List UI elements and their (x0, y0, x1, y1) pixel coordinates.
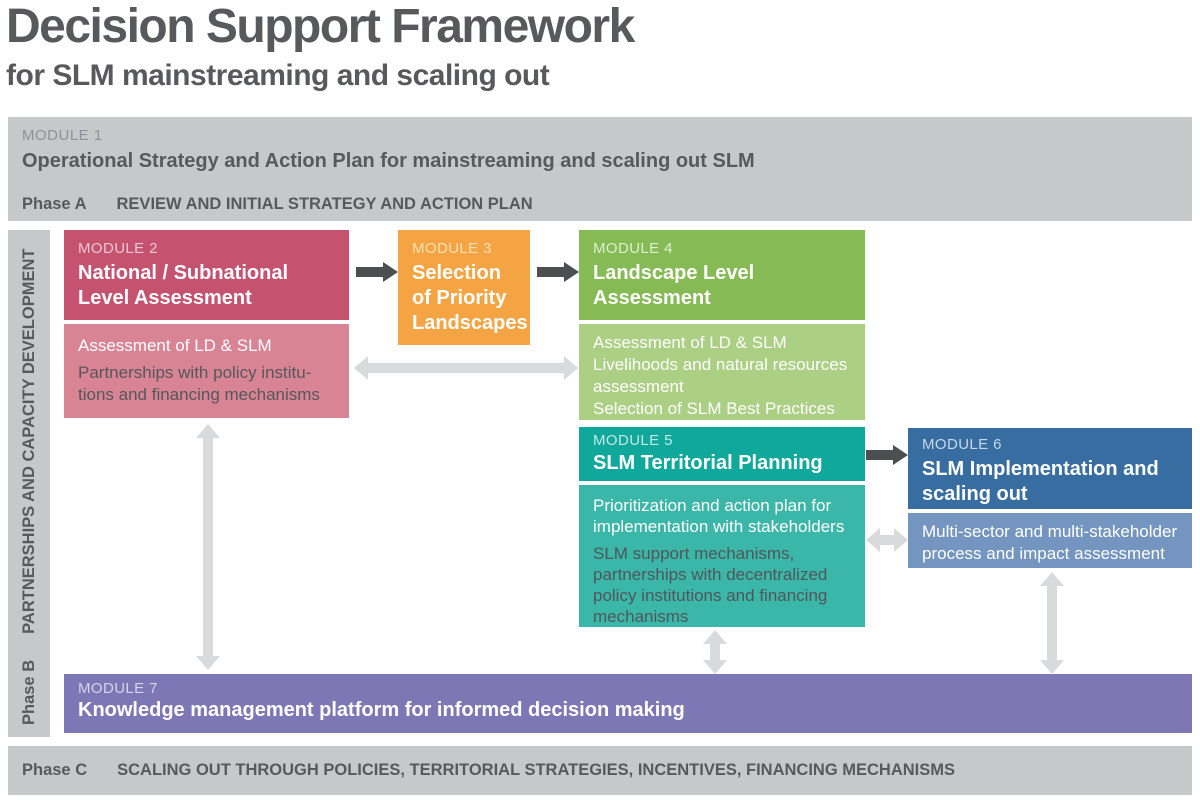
page-subtitle: for SLM mainstreaming and scaling out (6, 59, 550, 92)
double-arrow-module6-module7-icon (1040, 572, 1064, 674)
module6-sub-text: Multi-sector and multi-stakeholder proce… (922, 522, 1178, 563)
module5-header-box: MODULE 5 SLM Territorial Planning (579, 427, 865, 481)
module4-header-box: MODULE 4 Landscape Level Assessment (579, 230, 865, 320)
phase-c-band: Phase C SCALING OUT THROUGH POLICIES, TER… (8, 746, 1192, 795)
module5-sub-box: Prioritization and action plan for imple… (579, 485, 865, 627)
module2-sub-box: Assessment of LD & SLM Partnerships with… (64, 324, 349, 418)
module4-sub-box: Assessment of LD & SLM Livelihoods and n… (579, 324, 865, 420)
module6-header-box: MODULE 6 SLM Implementation and scaling … (908, 428, 1192, 509)
arrow-module2-to-module3-icon (356, 262, 398, 282)
module5-label: MODULE 5 (593, 432, 673, 449)
module2-sub-secondary: Partnerships with policy institu- tions … (78, 363, 320, 404)
module6-sub-box: Multi-sector and multi-stakeholder proce… (908, 513, 1192, 568)
module2-title: National / Subnational Level Assessment (78, 262, 289, 309)
module3-label: MODULE 3 (412, 240, 492, 257)
double-arrow-module5-module7-icon (703, 630, 727, 674)
arrow-module3-to-module4-icon (537, 262, 579, 282)
module5-sub-secondary: SLM support mechanisms, partnerships wit… (593, 544, 828, 626)
module4-sub-text: Assessment of LD & SLM Livelihoods and n… (593, 333, 848, 418)
phase-b-sidebar (8, 230, 50, 737)
arrow-module5-to-module6-icon (866, 445, 908, 465)
module7-band: MODULE 7 Knowledge management platform f… (64, 674, 1192, 733)
phase-c-row: Phase C SCALING OUT THROUGH POLICIES, TER… (22, 761, 1192, 780)
page-title: Decision Support Framework (6, 0, 635, 53)
phase-b-sidebar-text: Phase B PARTNERSHIPS AND CAPACITY DEVELOP… (8, 230, 50, 737)
module2-header-box: MODULE 2 National / Subnational Level As… (64, 230, 349, 320)
module7-title: Knowledge management platform for inform… (78, 699, 685, 721)
phase-b-text: PARTNERSHIPS AND CAPACITY DEVELOPMENT (20, 248, 38, 634)
module3-title: Selection of Priority Landscapes (412, 262, 528, 334)
module2-label: MODULE 2 (78, 240, 158, 257)
module1-label: MODULE 1 (22, 127, 103, 144)
phase-a-label: Phase A (22, 195, 87, 213)
module5-title: SLM Territorial Planning (593, 452, 823, 474)
module6-label: MODULE 6 (922, 436, 1002, 453)
module2-sub-primary: Assessment of LD & SLM (78, 336, 272, 355)
double-arrow-module5-module6-icon (866, 528, 908, 552)
phase-a-row: Phase A REVIEW AND INITIAL STRATEGY AND A… (22, 195, 1192, 214)
module1-title: Operational Strategy and Action Plan for… (22, 150, 755, 172)
module4-label: MODULE 4 (593, 240, 673, 257)
module1-band: MODULE 1 Operational Strategy and Action… (8, 117, 1192, 221)
module7-label: MODULE 7 (78, 680, 158, 697)
module6-title: SLM Implementation and scaling out (922, 458, 1159, 505)
phase-c-text: SCALING OUT THROUGH POLICIES, TERRITORIA… (117, 761, 955, 779)
double-arrow-module2-module7-icon (196, 424, 220, 670)
double-arrow-module2-module4-icon (354, 356, 578, 380)
module3-box: MODULE 3 Selection of Priority Landscape… (398, 230, 530, 345)
phase-b-label: Phase B (20, 659, 38, 725)
phase-c-label: Phase C (22, 761, 88, 779)
module5-sub-primary: Prioritization and action plan for imple… (593, 496, 845, 536)
phase-a-text: REVIEW AND INITIAL STRATEGY AND ACTION P… (116, 195, 533, 213)
module4-title: Landscape Level Assessment (593, 262, 755, 309)
